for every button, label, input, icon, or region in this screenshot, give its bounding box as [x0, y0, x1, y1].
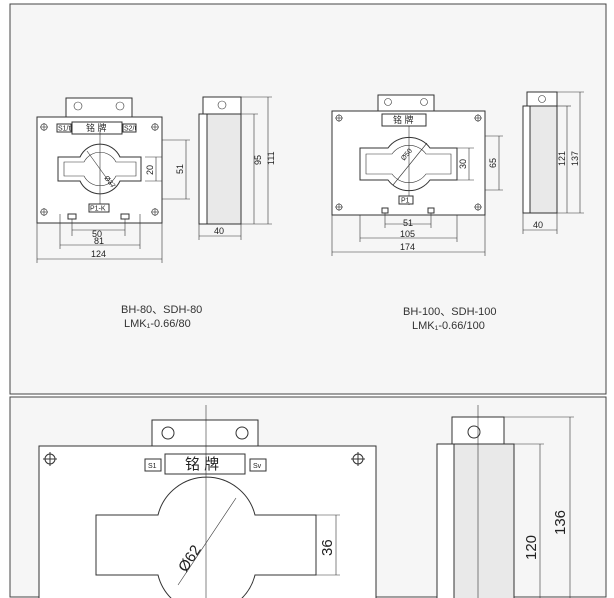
bh80-terminal-right: S2/t — [124, 126, 137, 133]
bh100-front-view: 铭 牌 Ø50 P1 30 65 51 105 174 — [331, 94, 503, 256]
bh80-nameplate-label: 铭 牌 — [86, 122, 107, 133]
bh100-model-line2: LMK₁-0.66/100 — [412, 320, 485, 332]
large-nameplate-label: 铭 牌 — [185, 456, 219, 473]
bh100-p1-tag: P1 — [401, 198, 410, 205]
large-side-view: 120 136 — [436, 405, 574, 598]
bh100-side-width-label: 40 — [533, 220, 543, 230]
bh80-side-h2-label: 111 — [266, 151, 276, 165]
bh80-model-line1: BH-80、SDH-80 — [121, 304, 202, 316]
bh100-side-h1-label: 121 — [557, 151, 567, 166]
bh100-side-h2-label: 137 — [570, 151, 580, 166]
bh100-total-width-label: 174 — [400, 242, 415, 252]
bh100-side-view: 121 137 40 — [522, 91, 584, 234]
bh80-side-h1-label: 95 — [253, 155, 263, 165]
bh100-model-line1: BH-100、SDH-100 — [403, 306, 497, 318]
large-terminal-left: S1 — [148, 463, 157, 470]
large-terminal-right: Sv — [253, 463, 262, 470]
large-side-h2-label: 136 — [552, 510, 569, 535]
bh80-window-width-label: 50 — [92, 229, 102, 239]
bh80-model-line2: LMK₁-0.66/80 — [124, 318, 191, 330]
bh80-p1-tag: P1-K — [90, 206, 106, 213]
large-side-h1-label: 120 — [523, 535, 540, 560]
bh100-nameplate-label: 铭 牌 — [393, 114, 414, 125]
bh80-window-height-label: 20 — [145, 165, 155, 175]
bh80-total-width-label: 124 — [91, 249, 106, 259]
large-window-height-label: 36 — [319, 539, 336, 556]
bh80-terminal-left: S1/t — [58, 126, 71, 133]
bh80-mount-width-label: 81 — [94, 236, 104, 246]
bh80-side-width-label: 40 — [214, 226, 224, 236]
bh100-body-height-label: 65 — [488, 158, 498, 168]
bh100-window-width-label: 51 — [403, 218, 413, 228]
bh80-front-view: 铭 牌 S1/t S2/t Ø37 P1-K 20 51 50 81 — [36, 97, 190, 263]
bh100-window-height-label: 30 — [458, 159, 468, 169]
bh80-body-height-label: 51 — [175, 164, 185, 174]
bh100-mount-width-label: 105 — [400, 229, 415, 239]
bh80-side-view: 95 111 40 — [198, 96, 276, 240]
large-front-view: 铭 牌 S1 Sv Ø62 36 — [38, 405, 377, 598]
